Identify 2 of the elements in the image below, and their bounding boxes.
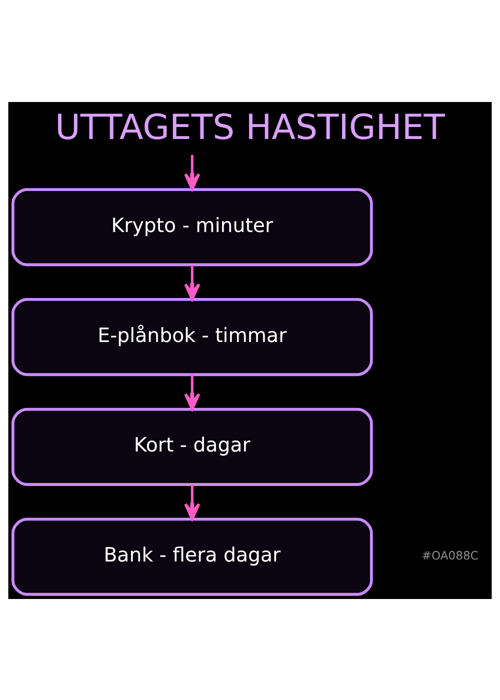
label: #OA088C <box>422 548 478 562</box>
diagram-title: UTTAGETS HASTIGHET <box>55 108 445 148</box>
